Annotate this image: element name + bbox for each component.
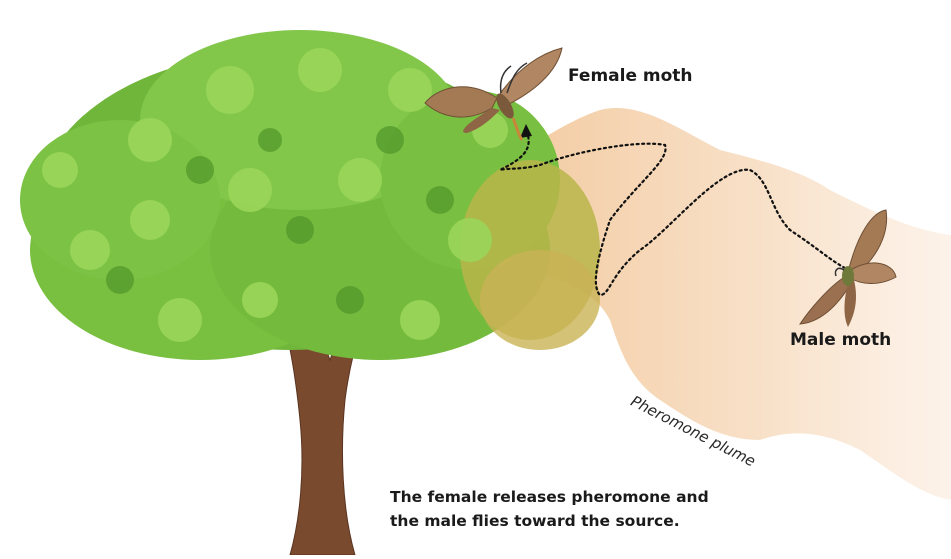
diagram-caption: The female releases pheromone and the ma…	[390, 485, 709, 533]
male-moth-label: Male moth	[790, 330, 891, 350]
caption-line-2: the male flies toward the source.	[390, 509, 709, 533]
caption-line-1: The female releases pheromone and	[390, 485, 709, 509]
female-moth-label: Female moth	[568, 66, 693, 86]
